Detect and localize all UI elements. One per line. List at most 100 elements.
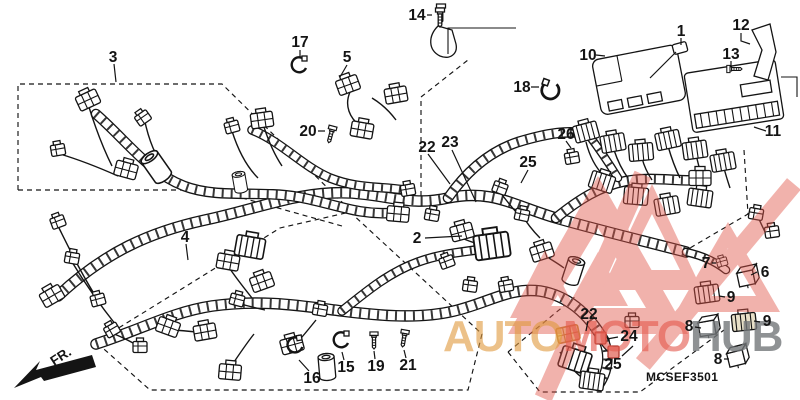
callout-16: 16: [303, 370, 321, 387]
connector-icon: [382, 81, 409, 105]
highlighted-connector-red: [594, 331, 620, 359]
callout-13: 13: [722, 46, 740, 63]
callout-24: 24: [620, 328, 638, 345]
callout-9a: 9: [727, 289, 736, 306]
connector-icon: [63, 247, 82, 266]
callout-8b: 8: [714, 351, 723, 368]
connector-icon: [708, 146, 737, 174]
connector-icon: [627, 137, 655, 163]
harness-tube: [444, 128, 589, 201]
highlighted-connector-orange: [555, 323, 581, 345]
bolt-icon: [369, 331, 379, 350]
connector-icon: [653, 124, 683, 152]
callout-14: 14: [408, 7, 426, 24]
clip-icon: [290, 54, 309, 74]
connector-icon: [248, 106, 275, 130]
harness-tube: [585, 132, 621, 180]
callout-22b: 22: [580, 306, 597, 323]
callout-21: 21: [399, 357, 417, 374]
connector-icon: [398, 179, 417, 198]
callout-17: 17: [291, 34, 308, 51]
pointer-frame: [447, 27, 516, 54]
group-outline-part4: [95, 211, 483, 391]
callout-6: 6: [761, 264, 770, 281]
callout-25a: 25: [519, 154, 537, 171]
connector-icon: [333, 69, 362, 97]
harness-tube: [339, 244, 489, 314]
callout-8a: 8: [685, 318, 694, 335]
clip-icon: [332, 329, 351, 349]
callout-1: 1: [677, 23, 686, 40]
callout-12: 12: [732, 17, 749, 34]
connector-icon: [48, 139, 67, 158]
group-outline-right-a: [420, 59, 469, 205]
connector-icon: [447, 217, 476, 243]
sub-harness-5: [333, 69, 409, 140]
connector-icon: [688, 165, 712, 187]
connector-icon: [222, 115, 241, 135]
connector-icon: [47, 210, 68, 231]
ecu-box-10: [591, 44, 686, 115]
connector-icon: [131, 105, 153, 128]
bolt-icon: [324, 124, 338, 145]
callouts: 1 2 3 4 5 6 7 8 8 9 9 10 11 12 13 14 15 …: [109, 7, 782, 387]
connector-icon: [730, 308, 758, 333]
harness-tube: [92, 110, 396, 218]
connector-icon: [72, 84, 102, 113]
connector-icon: [471, 224, 512, 262]
callout-26: 26: [557, 126, 575, 143]
connector-icon: [247, 266, 276, 294]
callout-5: 5: [343, 49, 352, 66]
callout-11: 11: [765, 123, 782, 140]
stay-bracket: [430, 25, 457, 58]
watermark-seg-auto: AUTO: [443, 312, 563, 361]
callout-9b: 9: [763, 313, 772, 330]
callout-4: 4: [181, 229, 190, 246]
connector-icon: [423, 204, 442, 223]
connector-icon: [132, 337, 148, 354]
callout-20: 20: [299, 123, 316, 140]
connector-icon: [680, 135, 709, 161]
watermark-triangles: [508, 170, 800, 400]
callout-15: 15: [337, 359, 355, 376]
group-outline-right-b: [689, 149, 749, 249]
front-direction-marker: FR.: [14, 344, 96, 388]
bolt-icon: [397, 328, 410, 349]
connector-icon: [233, 228, 268, 261]
hardware-items: [284, 7, 798, 355]
watermark-text: AUTOMOTOHUB: [443, 312, 782, 361]
callout-leader-lines: [113, 14, 767, 372]
callout-2: 2: [413, 230, 422, 247]
connector-icon: [496, 275, 515, 294]
watermark-seg-moto: MOTO: [563, 312, 690, 361]
connector-icon: [461, 275, 479, 294]
relay-column: [692, 253, 762, 371]
harness-tube: [250, 126, 405, 194]
connector-icon: [191, 318, 218, 342]
callout-23: 23: [441, 134, 459, 151]
harness-tube: [94, 285, 608, 349]
stay-bracket-14: [430, 3, 516, 58]
band-clip-icon: [536, 77, 563, 103]
callout-25b: 25: [604, 356, 622, 373]
bracket-12: [751, 23, 798, 97]
connector-icon: [598, 127, 627, 155]
connector-icon: [228, 288, 247, 308]
front-arrow-icon: [14, 355, 96, 388]
harness-tube: [552, 174, 704, 222]
clip-icon: [671, 41, 689, 55]
callout-3: 3: [109, 49, 118, 66]
connector-icon: [36, 279, 66, 309]
harness-tube: [54, 188, 688, 300]
callout-22a: 22: [418, 139, 435, 156]
callout-10: 10: [579, 47, 596, 64]
callout-7: 7: [702, 255, 711, 272]
callout-19: 19: [367, 358, 385, 375]
callout-18: 18: [513, 79, 531, 96]
connector-cluster-bottom: [555, 312, 640, 392]
connector-icon: [217, 358, 243, 382]
watermark-seg-hub: HUB: [690, 312, 782, 361]
diagram-code: MCSEF3501: [646, 370, 718, 384]
